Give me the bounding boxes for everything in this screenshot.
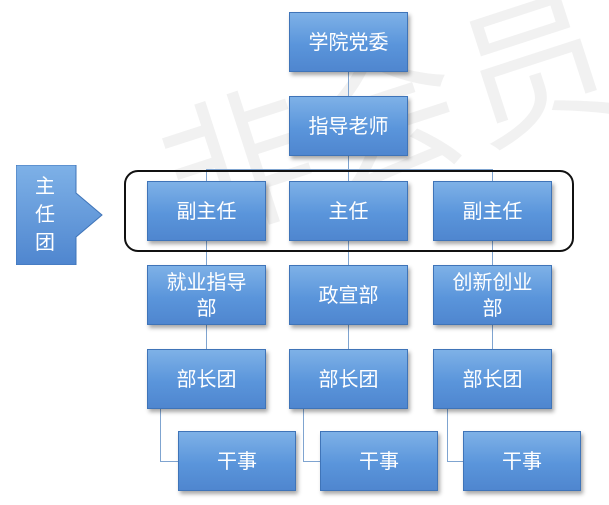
node-dept-publicity: 政宣部 bbox=[289, 265, 408, 325]
connector-presidium-bar bbox=[206, 169, 493, 170]
node-head-mid: 部长团 bbox=[289, 349, 408, 409]
node-vice-director-right: 副主任 bbox=[433, 181, 552, 241]
node-advisor: 指导老师 bbox=[289, 96, 408, 156]
connector-mid-dept bbox=[348, 241, 349, 265]
connector-right-head bbox=[492, 325, 493, 349]
node-director: 主任 bbox=[289, 181, 408, 241]
node-staff-right: 干事 bbox=[463, 431, 581, 491]
connector-mid-head bbox=[348, 325, 349, 349]
node-head-right: 部长团 bbox=[433, 349, 552, 409]
connector-left-staff bbox=[160, 409, 179, 462]
connector-mid-staff bbox=[303, 409, 321, 462]
presidium-highlight bbox=[124, 170, 574, 252]
connector-committee-advisor bbox=[348, 72, 349, 96]
node-staff-mid: 干事 bbox=[320, 431, 438, 491]
connector-left-head bbox=[206, 325, 207, 349]
node-dept-innovation: 创新创业 部 bbox=[433, 265, 552, 325]
node-party-committee: 学院党委 bbox=[289, 12, 408, 72]
connector-mid-drop bbox=[348, 169, 349, 181]
side-arrow-icon bbox=[16, 165, 103, 265]
connector-right-dept bbox=[492, 241, 493, 265]
connector-left-drop bbox=[206, 169, 207, 181]
node-vice-director-left: 副主任 bbox=[147, 181, 266, 241]
connector-left-dept bbox=[206, 241, 207, 265]
side-label-presidium: 主 任 团 bbox=[35, 174, 55, 254]
connector-right-staff bbox=[447, 409, 464, 462]
connector-right-drop bbox=[492, 169, 493, 181]
connector-advisor-presidium bbox=[348, 156, 349, 169]
node-staff-left: 干事 bbox=[178, 431, 296, 491]
node-head-left: 部长团 bbox=[147, 349, 266, 409]
node-dept-employment: 就业指导 部 bbox=[147, 265, 266, 325]
